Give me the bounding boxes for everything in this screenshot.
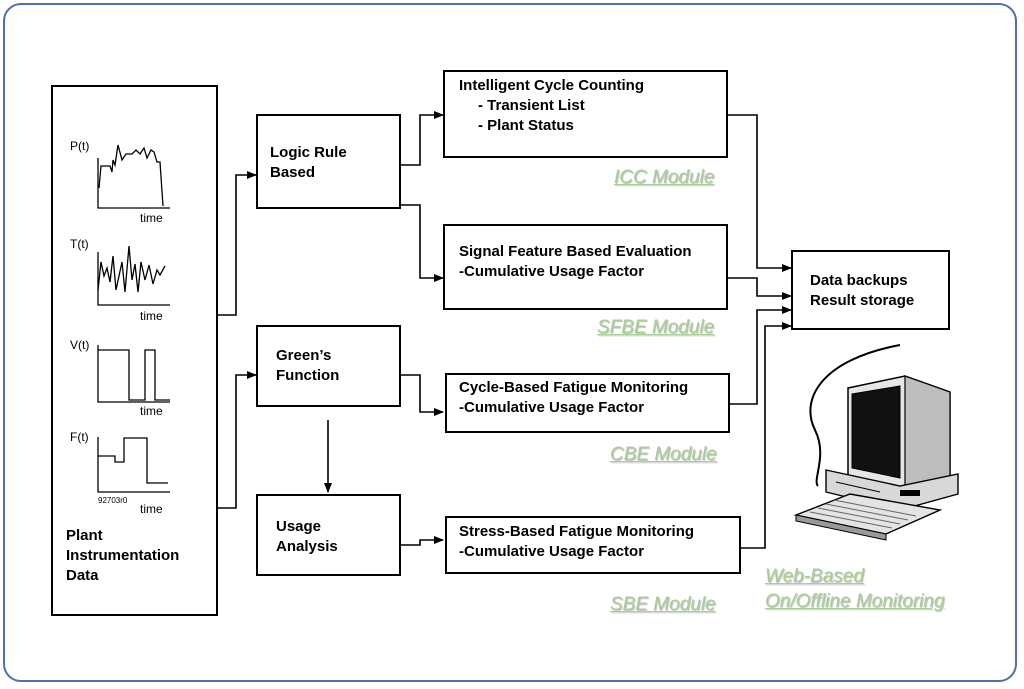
plot-axes-p: [97, 158, 170, 209]
sbe-box: [445, 516, 741, 574]
greens-function-line2: Function: [276, 367, 340, 384]
signal-axis-f: time: [140, 502, 163, 516]
storage-line1: Data backups: [810, 272, 908, 289]
sbe-module-label: SBE Module: [610, 594, 716, 615]
data-storage-box: [791, 250, 950, 330]
plant-title-line1: Plant: [66, 527, 103, 544]
icc-line1: Intelligent Cycle Counting: [459, 77, 645, 94]
cbe-box: [445, 373, 730, 433]
web-monitoring-line1: Web-Based: [765, 566, 864, 587]
signal-v-trace: [98, 349, 170, 401]
signal-t-trace: [97, 245, 166, 293]
arrow-sfbe-to-storage: [728, 277, 792, 300]
greens-function-box: [256, 325, 401, 407]
signal-axis-v: time: [140, 404, 163, 418]
cbe-line2: -Cumulative Usage Factor: [459, 399, 645, 416]
arrow-plant-to-greens: [218, 371, 257, 509]
arrow-sbe-to-storage: [741, 322, 792, 549]
arrow-usage-to-sbe: [401, 536, 444, 546]
usage-analysis-box: [256, 494, 401, 576]
arrow-greens-to-cbe: [401, 374, 444, 416]
arrow-logic-to-icc: [401, 111, 444, 166]
arrow-logic-to-sfbe: [401, 204, 444, 282]
logic-rule-line1: Logic Rule: [270, 144, 347, 161]
plant-title-line2: Instrumentation: [66, 547, 180, 564]
usage-analysis-line2: Analysis: [276, 538, 338, 555]
logic-rule-line2: Based: [270, 164, 316, 181]
icc-module-label: ICC Module: [614, 167, 715, 188]
signal-axis-p: time: [140, 211, 163, 225]
signal-label-v: V(t): [70, 338, 90, 352]
icc-line2: - Transient List: [478, 97, 585, 114]
logic-rule-box: [256, 114, 401, 209]
signal-note-f: 92703r0: [98, 496, 128, 505]
plot-axes-f: [97, 437, 170, 493]
web-monitoring-line2: On/Offline Monitoring: [765, 591, 945, 612]
sbe-line1: Stress-Based Fatigue Monitoring: [459, 523, 695, 540]
signal-f-trace: [98, 437, 168, 484]
signal-label-f: F(t): [70, 430, 89, 444]
greens-function-line1: Green’s: [276, 347, 332, 364]
plot-axes-t: [97, 252, 170, 306]
signal-p-trace: [98, 144, 164, 207]
sfbe-line2: -Cumulative Usage Factor: [459, 263, 645, 280]
plot-axes-v: [97, 345, 170, 403]
icc-line3: - Plant Status: [478, 117, 574, 134]
cbe-line1: Cycle-Based Fatigue Monitoring: [459, 379, 689, 396]
signal-label-p: P(t): [70, 139, 90, 153]
plant-data-box: [51, 85, 218, 616]
signal-axis-t: time: [140, 309, 163, 323]
arrow-plant-to-logic: [218, 171, 257, 316]
sfbe-line1: Signal Feature Based Evaluation: [459, 243, 692, 260]
plant-title-line3: Data: [66, 567, 99, 584]
sfbe-box: [443, 224, 728, 310]
arrow-icc-to-storage: [728, 114, 792, 272]
cbe-module-label: CBE Module: [610, 444, 717, 465]
arrow-cbe-to-storage: [730, 306, 792, 405]
storage-line2: Result storage: [810, 292, 915, 309]
usage-analysis-line1: Usage: [276, 518, 322, 535]
sbe-line2: -Cumulative Usage Factor: [459, 543, 645, 560]
sfbe-module-label: SFBE Module: [597, 317, 715, 338]
signal-label-t: T(t): [70, 237, 89, 251]
icc-box: [443, 70, 728, 158]
